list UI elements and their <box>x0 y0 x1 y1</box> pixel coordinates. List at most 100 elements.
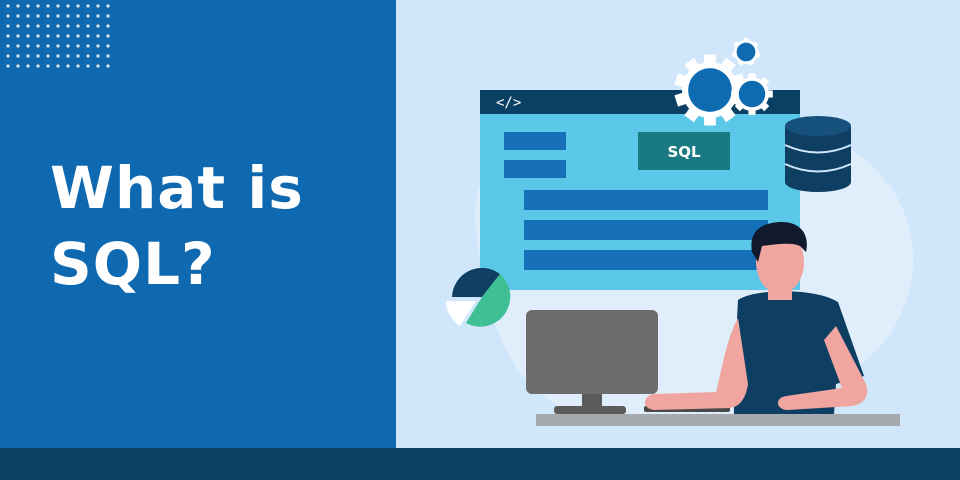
gear-icon <box>674 37 773 126</box>
grid-dot <box>86 64 90 68</box>
grid-dot <box>106 44 110 48</box>
grid-dot <box>56 44 60 48</box>
database-bottom <box>785 172 851 192</box>
desk <box>536 414 900 426</box>
sql-badge-label: SQL <box>667 143 701 161</box>
grid-dot <box>16 4 20 8</box>
content-bar-2 <box>524 220 768 240</box>
page-title-line-1: What is <box>50 154 304 222</box>
grid-dot <box>76 4 80 8</box>
grid-dot <box>6 54 10 58</box>
monitor-neck <box>582 394 602 408</box>
grid-dot <box>36 54 40 58</box>
grid-dot <box>36 44 40 48</box>
footer-bar <box>0 448 960 480</box>
grid-dot <box>106 14 110 18</box>
grid-dot <box>16 54 20 58</box>
grid-dot <box>76 54 80 58</box>
gear-tooth <box>704 114 716 126</box>
person-arm-right <box>777 326 868 410</box>
grid-dot <box>76 44 80 48</box>
grid-dot <box>106 64 110 68</box>
grid-dot <box>46 24 50 28</box>
grid-dot <box>6 34 10 38</box>
grid-dot <box>86 44 90 48</box>
sidebar-block-2 <box>504 160 566 178</box>
grid-dot <box>56 54 60 58</box>
grid-dot <box>46 54 50 58</box>
database-ring-1 <box>784 144 852 154</box>
grid-dot <box>66 14 70 18</box>
grid-dot <box>36 64 40 68</box>
grid-dot <box>86 4 90 8</box>
grid-dot <box>16 64 20 68</box>
grid-dot <box>76 14 80 18</box>
grid-dot <box>106 4 110 8</box>
grid-dot <box>96 14 100 18</box>
grid-dot <box>26 24 30 28</box>
grid-dot <box>76 34 80 38</box>
grid-dot <box>96 4 100 8</box>
grid-dot <box>26 14 30 18</box>
grid-dot <box>26 64 30 68</box>
grid-dot <box>26 44 30 48</box>
grid-dot <box>66 24 70 28</box>
gear-tooth <box>704 54 716 66</box>
content-bar-3 <box>524 250 768 270</box>
grid-dot <box>56 24 60 28</box>
monitor-stand <box>554 406 626 414</box>
gear-hub <box>736 42 756 62</box>
grid-dot <box>46 34 50 38</box>
grid-dot <box>106 34 110 38</box>
grid-dot <box>6 44 10 48</box>
grid-dot <box>96 34 100 38</box>
grid-dot <box>6 4 10 8</box>
page-title: What is SQL? <box>50 150 304 302</box>
grid-dot <box>86 34 90 38</box>
person-illustration <box>644 222 868 414</box>
grid-dot <box>6 24 10 28</box>
sql-illustration: </> SQL <box>446 37 914 426</box>
monitor-screen <box>526 310 658 394</box>
grid-dot <box>66 44 70 48</box>
grid-dot <box>36 34 40 38</box>
code-tag-icon: </> <box>496 95 521 111</box>
grid-dot <box>16 44 20 48</box>
grid-dot <box>86 24 90 28</box>
grid-dot <box>106 24 110 28</box>
person-hair <box>751 222 807 262</box>
sql-badge <box>638 132 730 170</box>
person-torso <box>734 291 864 414</box>
content-bar-1 <box>524 190 768 210</box>
left-panel: What is SQL? <box>0 0 396 448</box>
grid-dot <box>56 34 60 38</box>
grid-dot <box>6 64 10 68</box>
pie-slice-dark <box>452 267 500 297</box>
dot-grid-decoration <box>6 4 110 68</box>
grid-dot <box>66 4 70 8</box>
gear-large <box>674 54 746 126</box>
sidebar-block-1 <box>504 132 566 150</box>
gear-hub <box>688 68 732 112</box>
pie-chart-icon <box>446 267 511 327</box>
pie-slice-white <box>446 301 476 326</box>
database-top <box>785 116 851 136</box>
grid-dot <box>36 4 40 8</box>
grid-dot <box>56 4 60 8</box>
page-title-line-2: SQL? <box>50 230 216 298</box>
grid-dot <box>76 64 80 68</box>
grid-dot <box>66 34 70 38</box>
database-ring-2 <box>784 163 852 173</box>
grid-dot <box>46 14 50 18</box>
grid-dot <box>76 24 80 28</box>
gear-small <box>731 37 761 66</box>
database-icon <box>784 116 852 192</box>
grid-dot <box>46 64 50 68</box>
grid-dot <box>66 64 70 68</box>
grid-dot <box>86 54 90 58</box>
gear-hub <box>738 80 766 108</box>
grid-dot <box>96 54 100 58</box>
grid-dot <box>26 4 30 8</box>
grid-dot <box>106 54 110 58</box>
